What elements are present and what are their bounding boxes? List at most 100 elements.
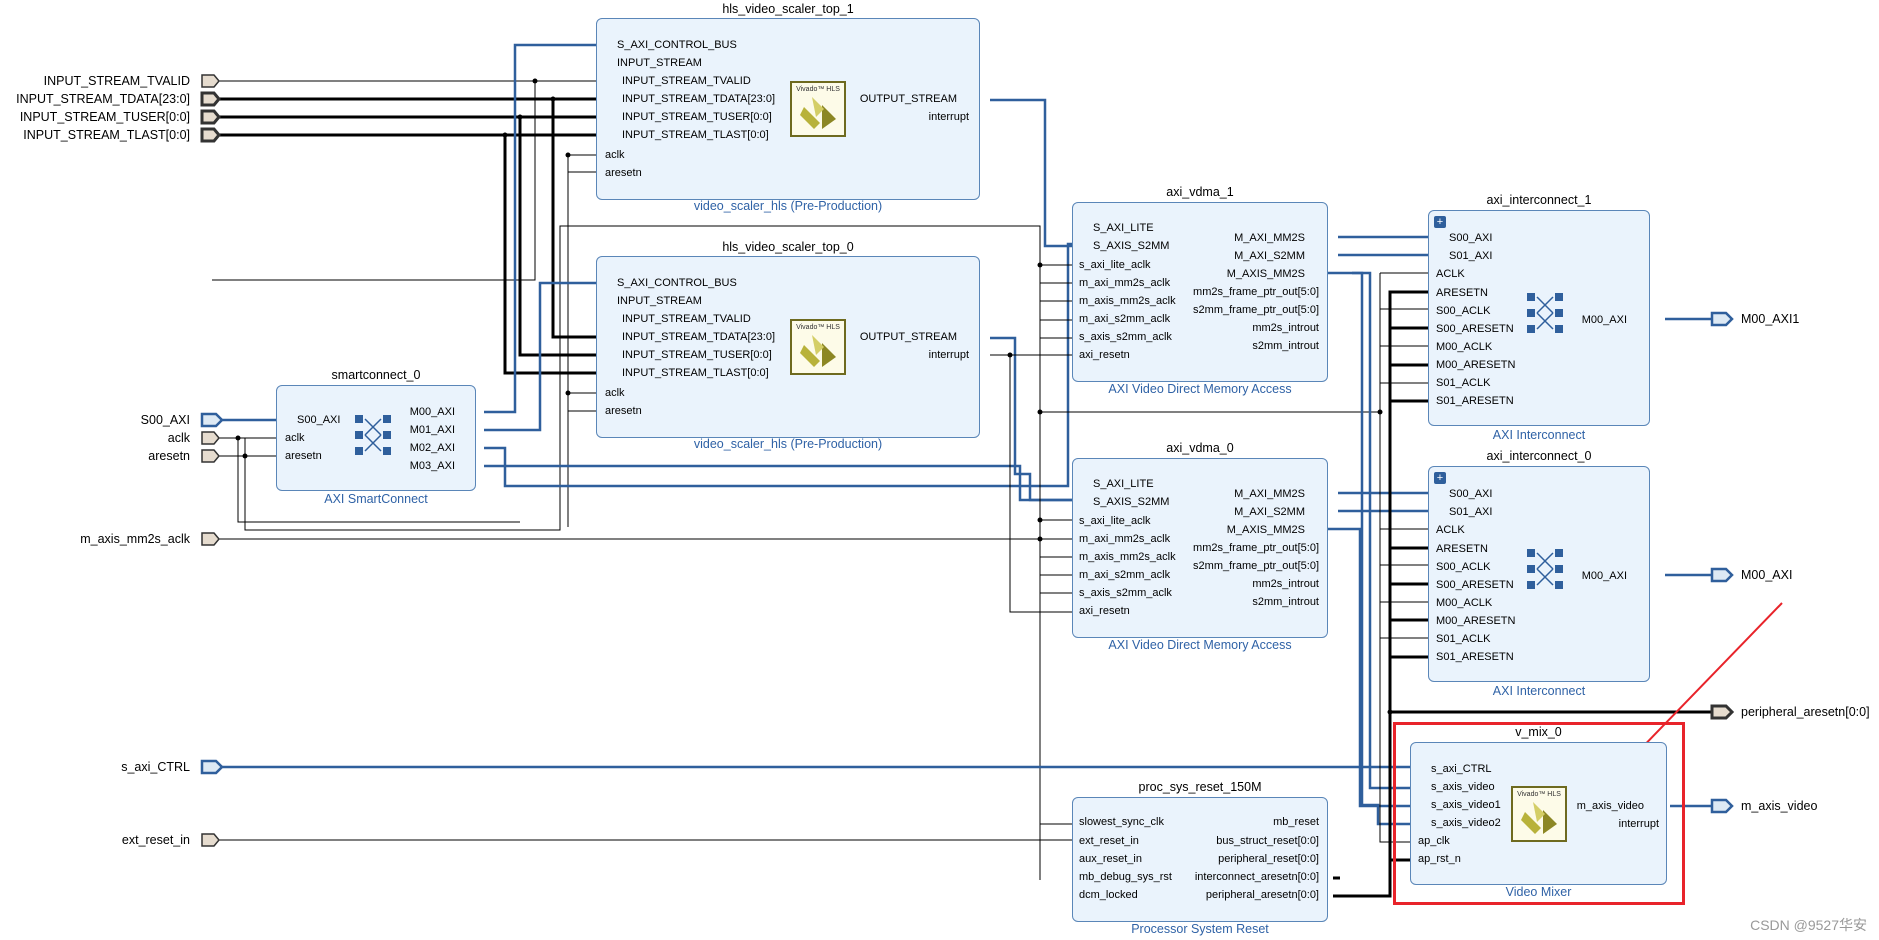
pin-label: S01_ARESETN (1436, 395, 1514, 407)
pin-label: S01_ACLK (1436, 377, 1491, 389)
pin-label: interrupt (928, 349, 969, 361)
pin-label: INPUT_STREAM_TUSER[0:0] (622, 111, 772, 123)
logo-text: Vivado™ HLS (796, 86, 840, 93)
pin-label: S00_AXI (297, 414, 341, 426)
pin-label: S00_ARESETN (1436, 323, 1514, 335)
pin-label: aclk (605, 149, 625, 161)
block-title: proc_sys_reset_150M (1138, 780, 1262, 794)
pin-label: M00_ACLK (1436, 597, 1493, 609)
pin-label: m_axis_mm2s_aclk (1079, 295, 1176, 307)
block-subtitle: video_scaler_hls (Pre-Production) (693, 199, 883, 213)
port-aclk[interactable]: aclk (167, 431, 190, 445)
expand-icon[interactable]: + (1434, 472, 1446, 484)
port-ext-reset-in[interactable]: ext_reset_in (121, 833, 190, 847)
port-m-axis-video[interactable]: m_axis_video (1741, 799, 1818, 813)
pin-label: mm2s_introut (1252, 322, 1319, 334)
pin-label: S00_ARESETN (1436, 579, 1514, 591)
port-aresetn[interactable]: aresetn (148, 449, 190, 463)
pin-label: ap_clk (1418, 835, 1450, 847)
port-input-stream-tuser[interactable]: INPUT_STREAM_TUSER[0:0] (19, 110, 190, 124)
pin-label: peripheral_aresetn[0:0] (1205, 889, 1319, 901)
block-hls-video-scaler-top-1[interactable]: S_AXI_CONTROL_BUS INPUT_STREAM INPUT_STR… (596, 18, 980, 200)
pin-label: S_AXI_CONTROL_BUS (617, 39, 737, 51)
port-m-axis-mm2s-aclk[interactable]: m_axis_mm2s_aclk (80, 532, 190, 546)
pin-label: S_AXI_LITE (1093, 222, 1154, 234)
block-subtitle: AXI Interconnect (1492, 428, 1586, 442)
pin-label: axi_resetn (1079, 605, 1130, 617)
pin-label: m_axi_mm2s_aclk (1079, 277, 1171, 289)
block-axi-vdma-1[interactable]: S_AXI_LITE S_AXIS_S2MM s_axi_lite_aclk m… (1072, 202, 1328, 382)
pin-label: INPUT_STREAM_TDATA[23:0] (622, 93, 776, 105)
pin-label: S01_ARESETN (1436, 651, 1514, 663)
pin-label: m_axis_video (1576, 800, 1644, 812)
pin-label: M_AXI_MM2S (1234, 232, 1305, 244)
pin-label: interrupt (928, 111, 969, 123)
pin-label: s_axis_video2 (1431, 817, 1501, 829)
pin-label: INPUT_STREAM (617, 57, 702, 69)
port-peripheral-aresetn[interactable]: peripheral_aresetn[0:0] (1741, 705, 1870, 719)
pin-label: INPUT_STREAM_TUSER[0:0] (622, 349, 772, 361)
pin-label: M00_AXI (1581, 570, 1627, 582)
crossbar-icon (1527, 549, 1563, 589)
crossbar-icon (355, 415, 391, 455)
block-title: smartconnect_0 (331, 368, 421, 382)
pin-label: ARESETN (1436, 543, 1488, 555)
vivado-hls-logo-icon: Vivado™ HLS (790, 81, 846, 137)
block-title: axi_interconnect_1 (1486, 193, 1592, 207)
block-proc-sys-reset[interactable]: slowest_sync_clk ext_reset_in aux_reset_… (1072, 797, 1328, 922)
block-smartconnect-0[interactable]: S00_AXI aclk aresetn M00_AXI M01_AXI M02… (276, 385, 476, 491)
block-axi-interconnect-0[interactable]: + S00_AXI S01_AXI ACLK ARESETN S00_ACLK … (1428, 466, 1650, 682)
port-input-stream-tdata[interactable]: INPUT_STREAM_TDATA[23:0] (16, 92, 190, 106)
pin-label: S_AXIS_S2MM (1093, 240, 1170, 252)
block-subtitle: AXI Interconnect (1492, 684, 1586, 698)
pin-label: mb_debug_sys_rst (1079, 871, 1172, 883)
pin-label: S_AXIS_S2MM (1093, 496, 1170, 508)
pin-label: S01_AXI (1449, 250, 1493, 262)
block-title: axi_vdma_1 (1166, 185, 1234, 199)
port-m00-axi1[interactable]: M00_AXI1 (1741, 312, 1800, 326)
block-title: axi_vdma_0 (1166, 441, 1234, 455)
pin-label: mb_reset (1273, 816, 1319, 828)
pin-label: M01_AXI (409, 424, 455, 436)
pin-label: mm2s_introut (1252, 578, 1319, 590)
port-input-stream-tvalid[interactable]: INPUT_STREAM_TVALID (43, 74, 190, 88)
pin-label: s2mm_introut (1252, 596, 1319, 608)
highlight-box (1393, 722, 1685, 905)
pin-label: S_AXI_CONTROL_BUS (617, 277, 737, 289)
pin-label: s2mm_frame_ptr_out[5:0] (1193, 304, 1319, 316)
port-input-stream-tlast[interactable]: INPUT_STREAM_TLAST[0:0] (23, 128, 190, 142)
pin-label: S01_ACLK (1436, 633, 1491, 645)
pin-label: M_AXI_S2MM (1234, 506, 1305, 518)
block-subtitle: Video Mixer (1505, 885, 1572, 899)
block-axi-vdma-0[interactable]: S_AXI_LITE S_AXIS_S2MM s_axi_lite_aclk m… (1072, 458, 1328, 638)
port-s-axi-ctrl[interactable]: s_axi_CTRL (121, 760, 190, 774)
block-title: axi_interconnect_0 (1486, 449, 1592, 463)
pin-label: INPUT_STREAM_TLAST[0:0] (622, 367, 769, 379)
block-title: hls_video_scaler_top_0 (722, 240, 854, 254)
pin-label: ACLK (1436, 268, 1465, 280)
pin-label: aresetn (605, 405, 642, 417)
block-title: hls_video_scaler_top_1 (722, 2, 854, 16)
pin-label: INPUT_STREAM_TVALID (622, 75, 751, 87)
pin-label: m_axis_mm2s_aclk (1079, 551, 1176, 563)
pin-label: interconnect_aresetn[0:0] (1194, 871, 1319, 883)
expand-icon[interactable]: + (1434, 216, 1446, 228)
pin-label: OUTPUT_STREAM (859, 331, 957, 343)
block-axi-interconnect-1[interactable]: + S00_AXI S01_AXI ACLK ARESETN S00_ACLK … (1428, 210, 1650, 426)
block-hls-video-scaler-top-0[interactable]: S_AXI_CONTROL_BUS INPUT_STREAM INPUT_STR… (596, 256, 980, 438)
block-v-mix-0[interactable]: s_axi_CTRL s_axis_video s_axis_video1 s_… (1410, 742, 1667, 885)
vivado-hls-logo-icon: Vivado™ HLS (790, 319, 846, 375)
pin-label: M00_ACLK (1436, 341, 1493, 353)
vivado-hls-logo-icon: Vivado™ HLS (1511, 786, 1567, 842)
port-s00-axi[interactable]: S00_AXI (140, 413, 190, 427)
pin-label: s2mm_introut (1252, 340, 1319, 352)
block-subtitle: AXI Video Direct Memory Access (1108, 638, 1292, 652)
pin-label: s_axi_lite_aclk (1079, 259, 1151, 271)
block-subtitle: video_scaler_hls (Pre-Production) (693, 437, 883, 451)
pin-label: s_axi_CTRL (1431, 763, 1492, 775)
pin-label: mm2s_frame_ptr_out[5:0] (1193, 542, 1319, 554)
pin-label: INPUT_STREAM_TVALID (622, 313, 751, 325)
pin-label: S01_AXI (1449, 506, 1493, 518)
port-m00-axi[interactable]: M00_AXI (1741, 568, 1793, 582)
pin-label: M_AXI_S2MM (1234, 250, 1305, 262)
